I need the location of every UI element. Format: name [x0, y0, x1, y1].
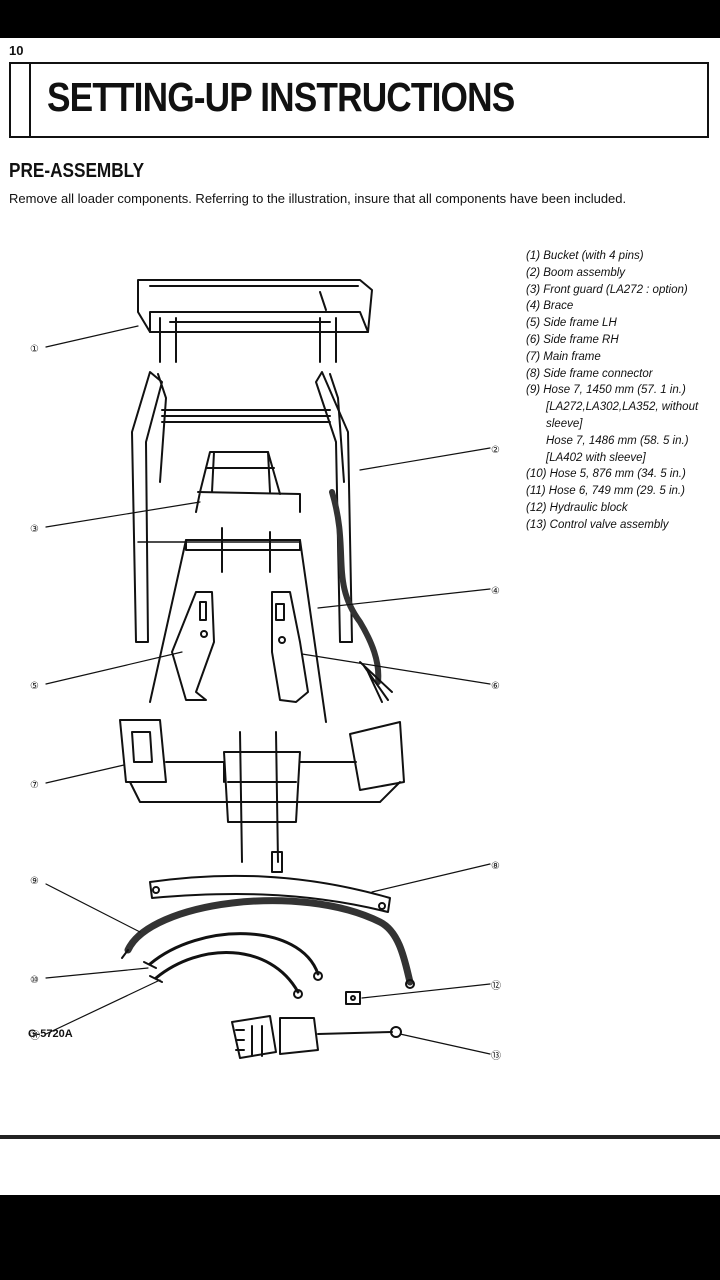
legend-item: (4) Brace	[526, 300, 574, 313]
legend-item: (10) Hose 5, 876 mm (34. 5 in.)	[526, 468, 686, 481]
legend-item: sleeve]	[546, 417, 583, 430]
hose-7-drawing	[121, 897, 415, 989]
legend-item: (11) Hose 6, 749 mm (29. 5 in.)	[526, 485, 685, 498]
side-frame-lh-drawing	[171, 591, 215, 701]
legend-item: (13) Control valve assembly	[526, 518, 669, 531]
legend-item: (8) Side frame connector	[526, 367, 653, 380]
legend-item: (2) Boom assembly	[526, 266, 626, 279]
loader-components-illustration: ① ② ③ ④ ⑤ ⑥ ⑦ ⑧ ⑨ ⑩ ⑪ ⑫ ⑬	[30, 279, 501, 1062]
legend-item: [LA402 with sleeve]	[546, 451, 646, 464]
legend-item: (12) Hydraulic block	[526, 501, 628, 514]
control-valve-drawing	[231, 1015, 402, 1059]
hose-6-drawing	[149, 951, 303, 999]
parts-legend: (1) Bucket (with 4 pins) (2) Boom assemb…	[526, 248, 698, 534]
section-heading: PRE-ASSEMBLY	[9, 160, 145, 182]
title-box: SETTING-UP INSTRUCTIONS	[9, 62, 709, 138]
callout-4: ④	[491, 586, 500, 597]
hydraulic-block-drawing	[345, 991, 361, 1005]
side-frame-connector-drawing	[149, 874, 391, 913]
bottom-black-bar	[0, 1195, 720, 1280]
callout-7: ⑦	[30, 780, 39, 791]
page-number: 10	[9, 43, 24, 58]
callout-3: ③	[30, 524, 39, 535]
callout-9: ⑨	[30, 876, 39, 887]
callout-5: ⑤	[30, 681, 39, 692]
hose-5-drawing	[143, 932, 323, 981]
legend-item: (5) Side frame LH	[526, 317, 617, 330]
legend-item: (7) Main frame	[526, 350, 601, 363]
legend-item: (9) Hose 7, 1450 mm (57. 1 in.)	[526, 384, 686, 397]
side-frame-rh-drawing	[271, 591, 309, 703]
figure-code: G-5720A	[28, 1028, 73, 1040]
callout-2: ②	[491, 445, 500, 456]
legend-item: (3) Front guard (LA272 : option)	[526, 283, 688, 296]
callout-10: ⑩	[30, 975, 39, 986]
top-black-bar	[0, 0, 720, 38]
bucket-drawing	[137, 279, 373, 363]
callout-6: ⑥	[491, 681, 500, 692]
callout-8: ⑧	[491, 861, 500, 872]
document-page	[0, 38, 720, 1135]
callout-12: ⑫	[491, 980, 501, 992]
main-frame-drawing	[119, 719, 405, 873]
page-title: SETTING-UP INSTRUCTIONS	[47, 74, 515, 120]
callout-leaders	[45, 325, 491, 1055]
callout-markers: ① ② ③ ④ ⑤ ⑥ ⑦ ⑧ ⑨ ⑩ ⑪ ⑫ ⑬	[30, 344, 501, 1062]
intro-text: Remove all loader components. Referring …	[9, 191, 627, 206]
legend-item: [LA272,LA302,LA352, without	[546, 401, 699, 414]
boom-assembly-drawing	[131, 371, 393, 703]
brace-drawing	[149, 527, 327, 723]
legend-item: Hose 7, 1486 mm (58. 5 in.)	[546, 434, 689, 447]
legend-item: (6) Side frame RH	[526, 333, 619, 346]
legend-item: (1) Bucket (with 4 pins)	[526, 250, 644, 262]
callout-13: ⑬	[491, 1050, 501, 1062]
next-page-strip	[0, 1135, 720, 1199]
callout-11: ⑪	[30, 1030, 40, 1042]
callout-1: ①	[30, 344, 39, 355]
title-box-divider	[29, 64, 31, 136]
front-guard-drawing	[195, 451, 301, 513]
